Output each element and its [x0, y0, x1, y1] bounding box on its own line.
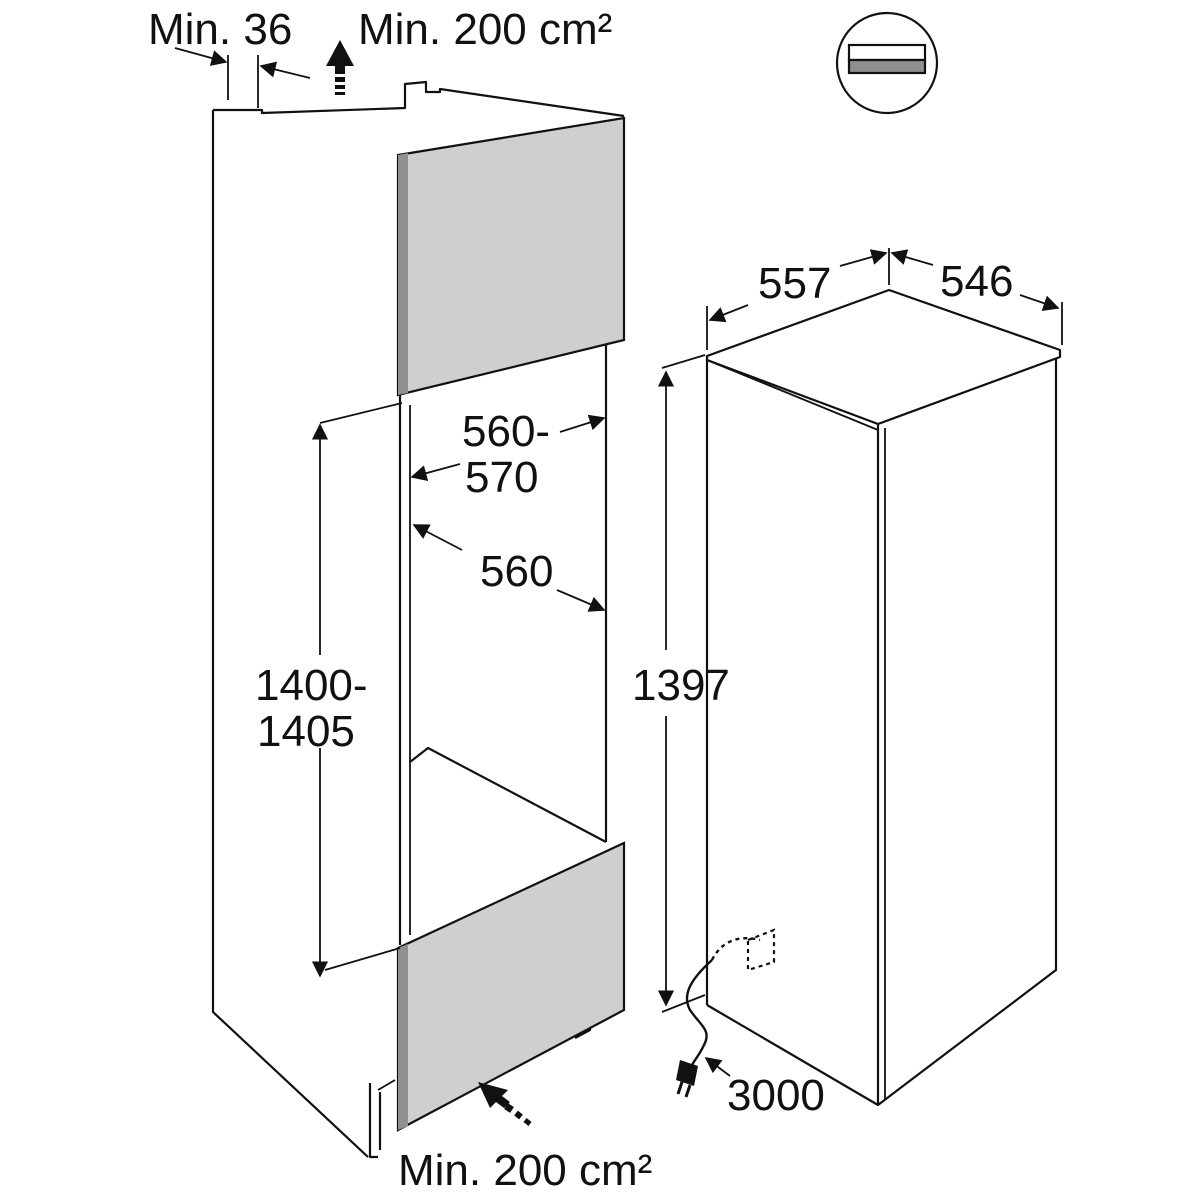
niche-height-dimension — [311, 423, 401, 978]
min36-dimension — [174, 47, 311, 108]
airflow-arrow-icon — [326, 40, 354, 95]
niche-depth-label-1: 560- — [462, 407, 550, 456]
vent-bottom-label: Min. 200 cm² — [398, 1146, 652, 1195]
airflow-arrow-icon — [478, 1082, 532, 1126]
niche-depth-dimension — [319, 402, 606, 482]
cabinet-outline — [211, 80, 625, 1159]
appliance-height-dimension — [657, 354, 706, 1013]
min36-label: Min. 36 — [148, 5, 292, 54]
power-cable — [685, 928, 776, 1071]
appliance-top-dimensions — [706, 248, 1063, 350]
upper-door-panel — [396, 116, 626, 397]
lower-door-panel — [396, 841, 626, 1132]
niche-depth-label-2: 570 — [465, 453, 538, 502]
integrated-door-icon — [835, 11, 939, 115]
vent-top-label: Min. 200 cm² — [358, 5, 612, 54]
niche-width-label: 560 — [480, 547, 553, 596]
appliance-height-label: 1397 — [632, 661, 730, 710]
cable-length-label: 3000 — [727, 1071, 825, 1120]
appliance-width-label: 557 — [758, 259, 831, 308]
appliance-depth-label: 546 — [940, 257, 1013, 306]
power-plug-icon — [676, 1060, 698, 1098]
niche-height-label-1: 1400- — [255, 661, 368, 710]
cable-length-arrow — [704, 1057, 731, 1077]
appliance-outline — [705, 288, 1062, 1107]
niche-width-dimension — [412, 524, 606, 612]
niche-height-label-2: 1405 — [257, 707, 355, 756]
